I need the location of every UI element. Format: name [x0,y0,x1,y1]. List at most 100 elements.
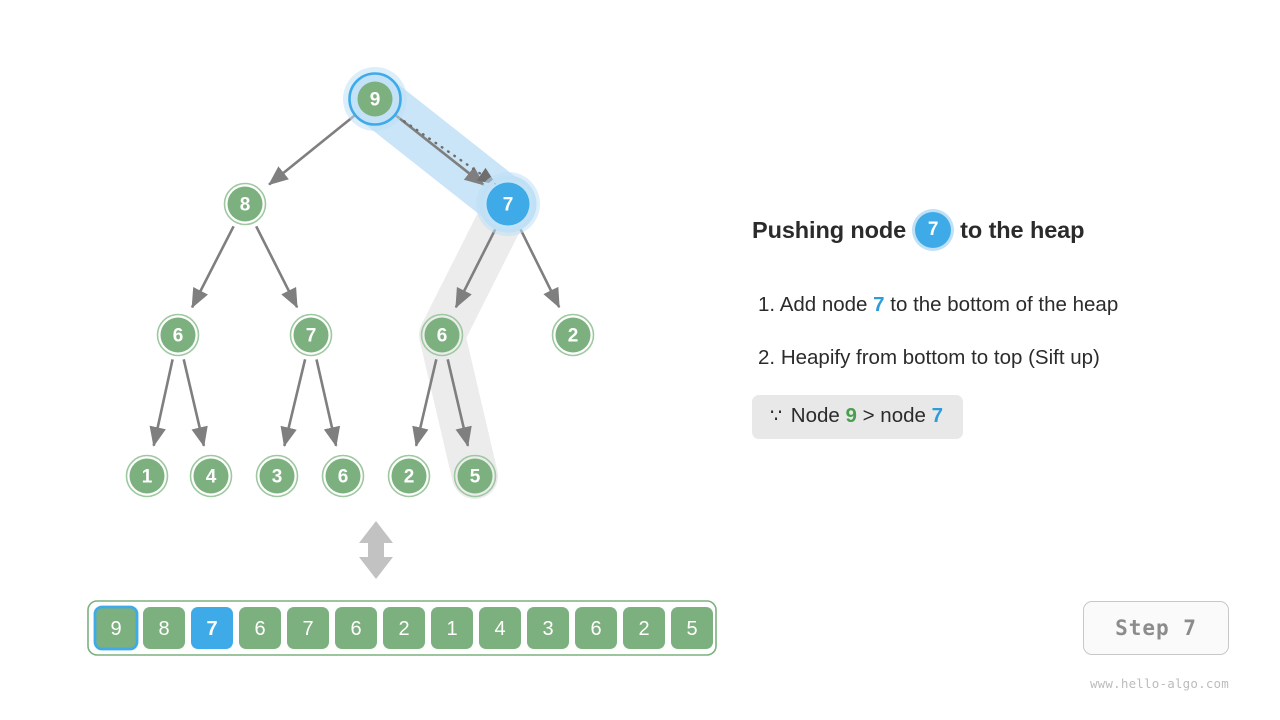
tree-node[interactable]: 6 [420,313,464,357]
node-label: 5 [470,467,481,488]
node-circle [457,458,493,494]
headline-node-badge: 7 [915,212,952,248]
headline-prefix: Pushing node [752,216,907,243]
array-cell[interactable]: 7 [191,607,233,649]
node-circle [129,458,165,494]
node-circle [325,458,361,494]
array-cell-box [575,607,617,649]
explanation-panel: Pushing node 7 to the heap 1. Add node 7… [752,0,1252,720]
array-cell[interactable]: 7 [287,607,329,649]
node-circle [391,458,427,494]
bidirectional-arrow-icon [359,521,393,579]
node-circle [555,317,591,353]
node-label: 8 [240,195,251,216]
array-cell[interactable]: 9 [93,605,139,651]
step-1-text-after: to the bottom of the heap [890,293,1119,316]
array-cell[interactable]: 4 [479,607,521,649]
node-ring [453,454,497,498]
tree-edges [149,113,561,447]
array-cell-box [191,607,233,649]
array-cell-box [383,607,425,649]
tree-node[interactable]: 9 [343,67,407,131]
node-circle [424,317,460,353]
node-label: 6 [338,467,349,488]
step-counter-badge: Step 7 [1083,601,1229,655]
node-ring [125,454,169,498]
node-circle [486,182,530,226]
array-cell[interactable]: 3 [527,607,569,649]
reason-value-b: 7 [931,404,944,427]
array-cell[interactable]: 6 [335,607,377,649]
node-label: 7 [503,195,514,216]
array-cell-box [239,607,281,649]
tree-node[interactable]: 2 [387,454,431,498]
node-label: 9 [370,90,381,111]
array-cell[interactable]: 1 [431,607,473,649]
array-cell-box [93,605,139,651]
array-cell-label: 7 [206,618,217,640]
node-label: 6 [173,326,184,347]
node-ring [156,313,200,357]
array-cell-label: 6 [350,618,361,640]
node-label: 2 [568,326,579,347]
node-ring [189,454,233,498]
node-ring [551,313,595,357]
step-1-text-before: Add node [779,293,868,316]
tree-node[interactable]: 6 [321,454,365,498]
tree-edge [315,359,341,447]
tree-node[interactable]: 6 [156,313,200,357]
array-cell-label: 9 [110,618,121,640]
step-1-highlight: 7 [873,293,885,316]
node-label: 2 [404,467,415,488]
node-label: 6 [437,326,448,347]
headline: Pushing node 7 to the heap [752,212,1085,248]
tree-edge [182,359,208,447]
reason-box: ∵ Node 9 > node 7 [752,395,964,439]
tree-edge [255,225,299,309]
tree-node[interactable]: 4 [189,454,233,498]
array-cell[interactable]: 2 [383,607,425,649]
array-cell[interactable]: 5 [671,607,713,649]
step-1-index: 1. [758,293,776,316]
because-symbol: ∵ [770,406,783,427]
array-cell-label: 7 [302,618,313,640]
node-label: 3 [272,467,283,488]
node-circle [259,458,295,494]
node-label: 7 [306,326,317,347]
reason-value-a: 9 [845,404,857,427]
tree-edge [268,113,357,186]
tree-node[interactable]: 2 [551,313,595,357]
array-cell[interactable]: 6 [575,607,617,649]
tree-edge [412,359,438,447]
node-ring [348,72,402,126]
array-cell-box [287,607,329,649]
array-cell-label: 2 [638,618,649,640]
array-cell-box [431,607,473,649]
tree-node[interactable]: 7 [289,313,333,357]
step-2-index: 2. [758,346,776,369]
array-cell-label: 2 [398,618,409,640]
node-circle [293,317,329,353]
tree-node[interactable]: 8 [223,182,267,226]
node-ring [479,175,537,233]
tree-node[interactable]: 7 [476,172,540,236]
tree-node[interactable]: 3 [255,454,299,498]
instruction-step-1: 1. Add node 7 to the bottom of the heap [758,293,1118,317]
instruction-step-2: 2. Heapify from bottom to top (Sift up) [758,346,1100,370]
tree-edge [149,359,174,447]
tree-edge [517,225,561,309]
tree-edge [190,225,235,309]
tree-edge [446,359,472,447]
array-cell[interactable]: 6 [239,607,281,649]
watermark: www.hello-algo.com [1089,676,1229,691]
step-2-text-before: Heapify from bottom to top (Sift up) [780,346,1100,369]
reason-text-before: Node [790,404,840,427]
array-cell[interactable]: 2 [623,607,665,649]
tree-node[interactable]: 5 [453,454,497,498]
tree-node[interactable]: 1 [125,454,169,498]
array-cell[interactable]: 8 [143,607,185,649]
array-cell-box [623,607,665,649]
